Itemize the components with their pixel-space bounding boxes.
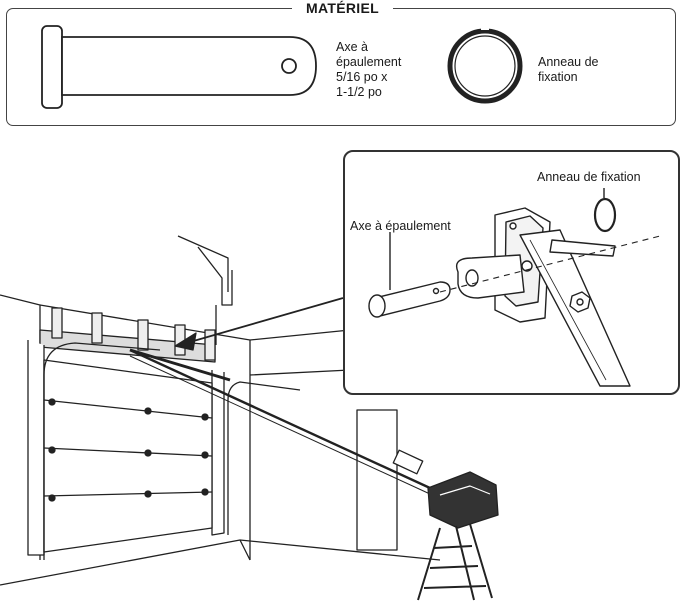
garage-back-wall [249, 340, 351, 560]
garage-floor [0, 539, 441, 586]
door-panel-line [43, 447, 213, 457]
clevis-pin-label: Axe à épaulement 5/16 po x 1-1/2 po [336, 40, 402, 99]
ring-fastener-label: Anneau de fixation [538, 55, 599, 84]
door-panel-line [43, 399, 213, 419]
opener-motor [427, 471, 499, 529]
door-arm [129, 348, 231, 382]
ring-fastener-callout-label: Anneau de fixation [537, 170, 641, 184]
door-track-right [227, 381, 301, 535]
alignment-line [439, 235, 661, 293]
opener-rail [129, 348, 431, 490]
ring-callout-icon [593, 197, 617, 233]
header-bracket [177, 235, 233, 306]
clevis-pin-callout-icon [368, 281, 451, 318]
opener-rail-2 [129, 355, 431, 495]
stud [137, 319, 149, 351]
side-door [356, 409, 398, 551]
ladder [417, 523, 493, 601]
header-beam [39, 329, 216, 363]
clevis-pin-icon [41, 25, 317, 109]
stud [51, 307, 63, 339]
door-track-left [43, 342, 161, 560]
hardware-title: MATÉRIEL [0, 0, 685, 16]
stud [204, 329, 216, 361]
clevis-pin-callout-label: Axe à épaulement [350, 219, 451, 233]
trolley [392, 449, 424, 475]
bolt-icon [569, 291, 591, 313]
ring-fastener-icon [447, 26, 523, 104]
stud [91, 312, 103, 344]
callout-arrow [189, 297, 344, 343]
door-panel-line [43, 491, 213, 497]
arm-tab [455, 254, 525, 299]
